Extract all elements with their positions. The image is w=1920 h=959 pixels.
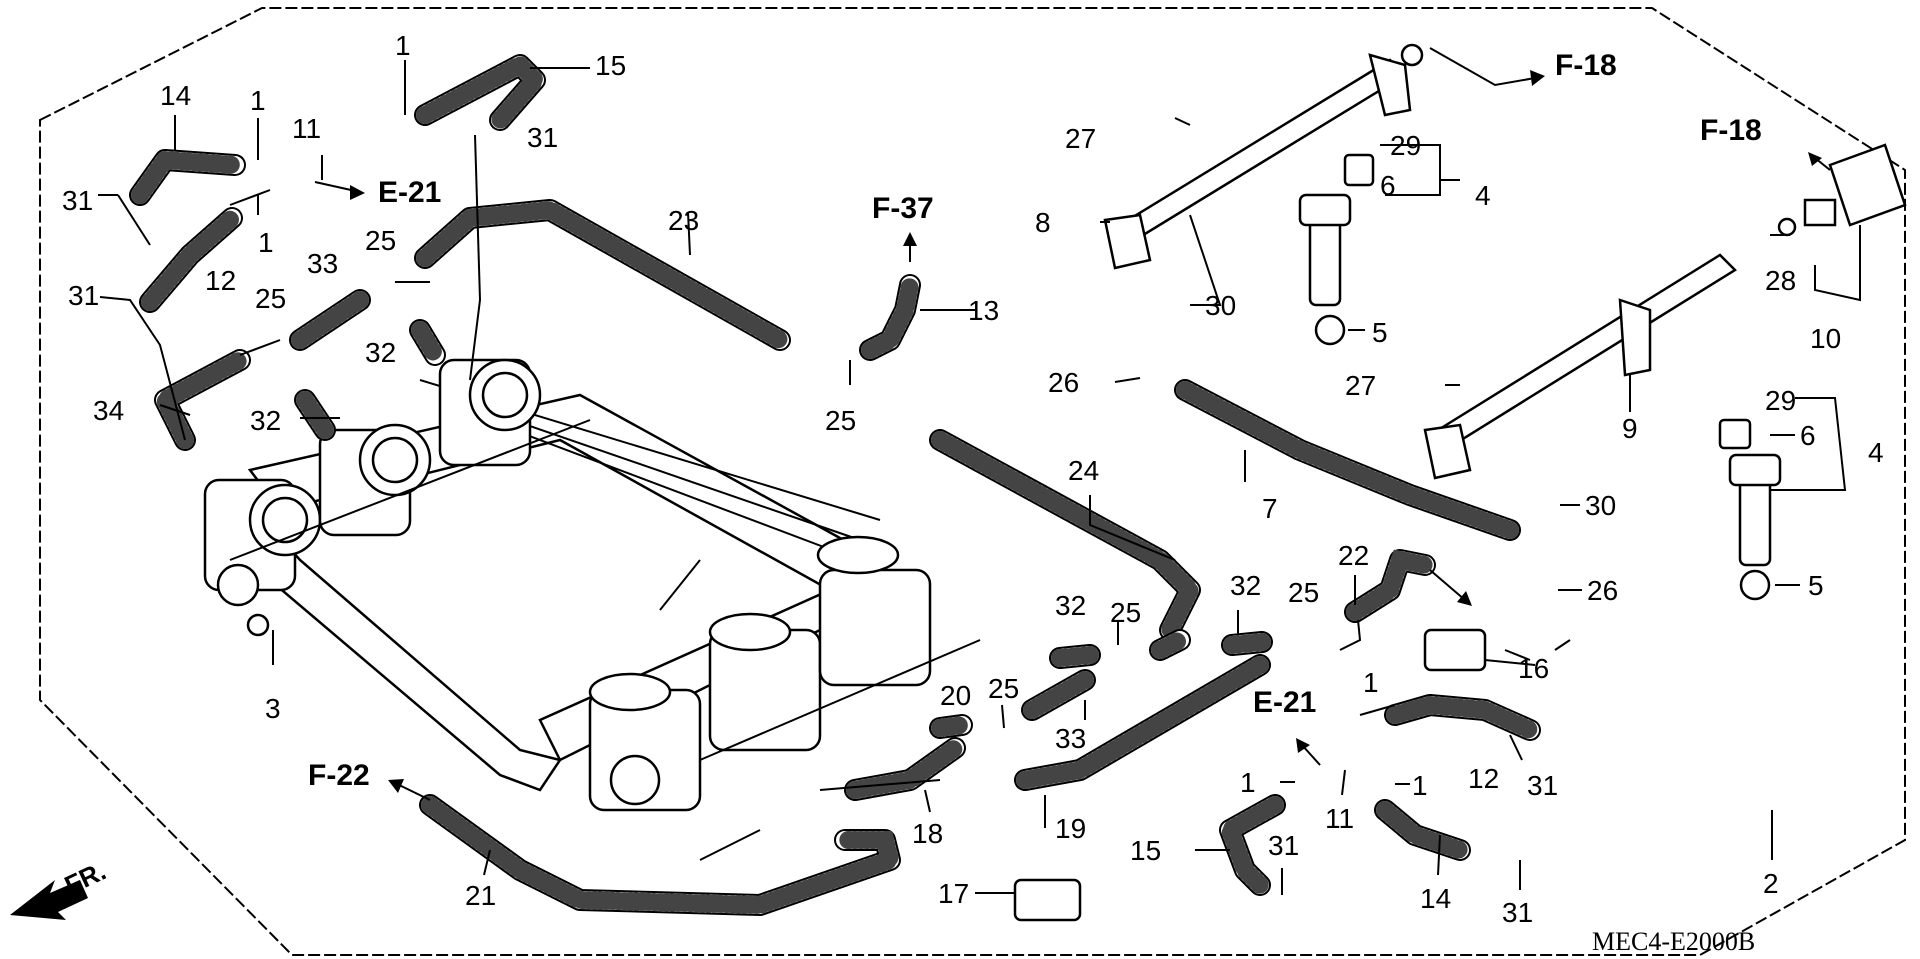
callout-28: 28	[1765, 265, 1796, 296]
callout-15: 15	[1130, 835, 1161, 866]
callout-18: 18	[912, 818, 943, 849]
fuel-pressure-regulator	[1777, 143, 1907, 237]
callout-4: 4	[1475, 180, 1491, 211]
assembly-boundary	[39, 7, 1906, 956]
callout-24: 24	[1068, 455, 1099, 486]
callout-31: 31	[68, 280, 99, 311]
callout-31: 31	[527, 122, 558, 153]
callout-27: 27	[1065, 123, 1096, 154]
callout-11: 11	[292, 113, 321, 144]
callout-13: 13	[968, 295, 999, 326]
callout-34: 34	[93, 395, 124, 426]
callout-25: 25	[255, 283, 286, 314]
callout-23: 23	[668, 205, 699, 236]
callout-26: 26	[1587, 575, 1618, 606]
callout-19: 19	[1055, 813, 1086, 844]
front-direction-indicator: FR.	[10, 856, 111, 920]
upper-throttle-bodies	[203, 358, 591, 607]
callout-21: 21	[465, 880, 496, 911]
diagram-code: MEC4-E2000B	[1592, 927, 1755, 956]
callout-1: 1	[258, 227, 274, 258]
callout-12: 12	[205, 265, 236, 296]
hose-clamps	[1013, 628, 1487, 922]
callout-1: 1	[1240, 767, 1256, 798]
ref-e-21[interactable]: E-21	[378, 176, 441, 209]
callout-3: 3	[265, 693, 281, 724]
callout-17: 17	[938, 878, 969, 909]
callout-1: 1	[1363, 667, 1379, 698]
callout-1: 1	[1412, 770, 1428, 801]
callout-11: 11	[1325, 803, 1354, 834]
callout-8: 8	[1035, 207, 1051, 238]
callout-25: 25	[1288, 577, 1319, 608]
callout-32: 32	[1230, 570, 1261, 601]
callout-26: 26	[1048, 367, 1079, 398]
callout-31: 31	[62, 185, 93, 216]
callout-1: 1	[250, 85, 266, 116]
callout-7: 7	[1262, 493, 1278, 524]
callout-32: 32	[365, 337, 396, 368]
callout-15: 15	[595, 50, 626, 81]
callout-1: 1	[395, 30, 411, 61]
callout-25: 25	[825, 405, 856, 436]
reference-arrows	[314, 47, 1831, 801]
callout-27: 27	[1345, 370, 1376, 401]
callout-31: 31	[1268, 830, 1299, 861]
callout-14: 14	[1420, 883, 1451, 914]
ref-f-18[interactable]: F-18	[1555, 49, 1617, 82]
fuel-rail-upper	[1103, 43, 1424, 270]
callout-30: 30	[1205, 290, 1236, 321]
callout-25: 25	[365, 225, 396, 256]
callout-32: 32	[1055, 590, 1086, 621]
callout-32: 32	[250, 405, 281, 436]
callout-31: 31	[1502, 897, 1533, 928]
callout-2: 2	[1763, 868, 1779, 899]
callout-12: 12	[1468, 763, 1499, 794]
callout-labels: 14 1 1 15 31 11 31 1 12 31 33 25 25 32 2…	[62, 30, 1884, 928]
callout-22: 22	[1338, 540, 1369, 571]
callout-33: 33	[1055, 723, 1086, 754]
callout-31: 31	[1527, 770, 1558, 801]
callout-5: 5	[1808, 570, 1824, 601]
fuel-injectors	[1298, 153, 1782, 601]
fuel-rail-lower	[1423, 253, 1737, 480]
front-arrow-icon	[10, 880, 88, 920]
callout-10: 10	[1810, 323, 1841, 354]
hoses	[129, 53, 1541, 916]
section-references: E-21 F-37 F-18 F-18 E-21 F-22	[308, 49, 1762, 792]
callout-20: 20	[940, 680, 971, 711]
leader-lines	[98, 60, 1861, 895]
callout-9: 9	[1622, 413, 1638, 444]
callout-29: 29	[1390, 130, 1421, 161]
callout-5: 5	[1372, 317, 1388, 348]
callout-4: 4	[1868, 437, 1884, 468]
ref-f-37[interactable]: F-37	[872, 192, 934, 225]
ref-f-18[interactable]: F-18	[1700, 114, 1762, 147]
callout-25: 25	[988, 673, 1019, 704]
callout-33: 33	[307, 248, 338, 279]
throttle-body-assembly	[203, 358, 981, 812]
ref-f-22[interactable]: F-22	[308, 759, 370, 792]
callout-6: 6	[1800, 420, 1816, 451]
callout-16: 16	[1518, 653, 1549, 684]
callout-25: 25	[1110, 597, 1141, 628]
callout-30: 30	[1585, 490, 1616, 521]
callout-14: 14	[160, 80, 191, 111]
callout-29: 29	[1765, 385, 1796, 416]
ref-e-21[interactable]: E-21	[1253, 686, 1316, 719]
lower-throttle-bodies	[588, 535, 981, 812]
callout-6: 6	[1380, 170, 1396, 201]
